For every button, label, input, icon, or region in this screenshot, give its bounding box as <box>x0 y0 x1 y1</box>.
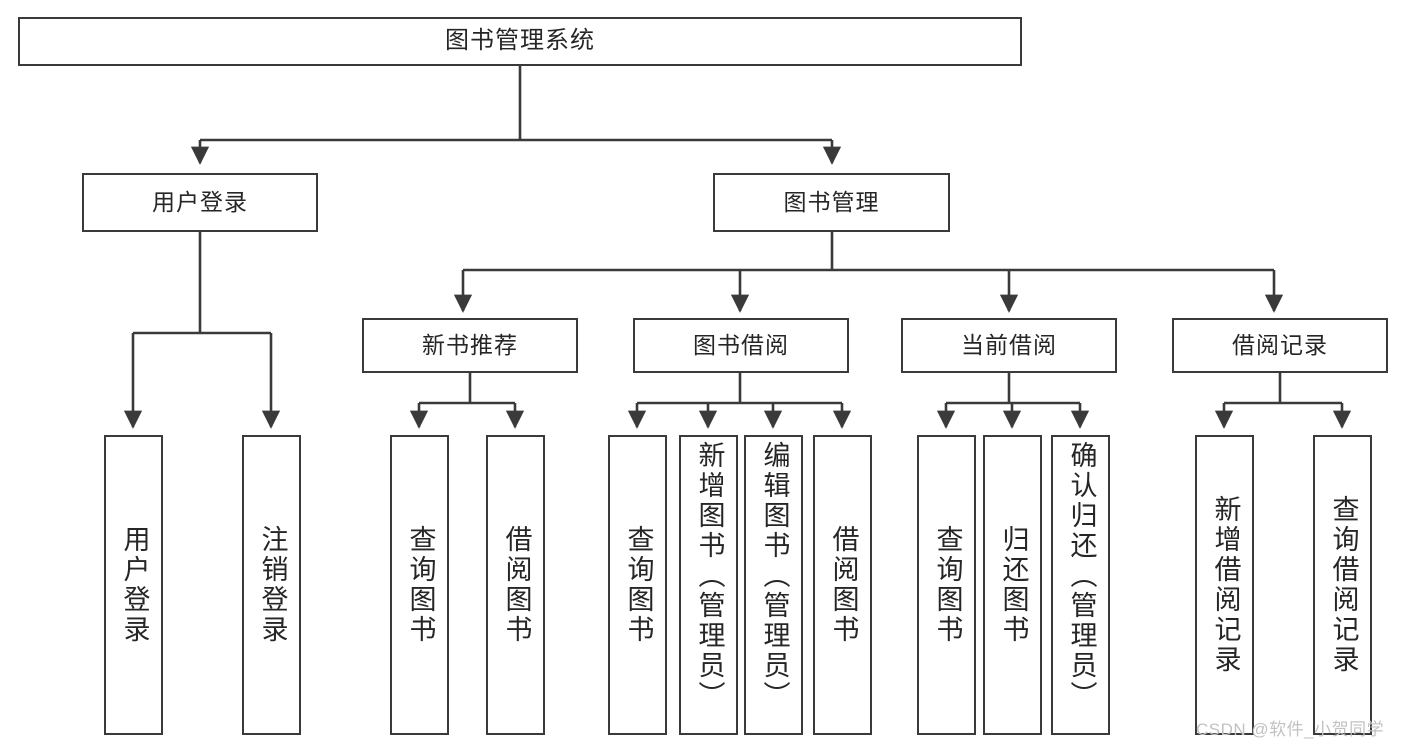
node-label: 查询借阅记录 <box>1328 495 1359 675</box>
leaf-confirm-return-admin[interactable]: 确认归还（管理员） <box>1051 435 1110 735</box>
node-label: 图书管理 <box>783 188 880 215</box>
node-label: 新增图书（管理员） <box>694 441 725 711</box>
leaf-query-book-recommend[interactable]: 查询图书 <box>390 435 449 735</box>
leaf-borrow-book-borrow[interactable]: 借阅图书 <box>813 435 872 735</box>
node-label: 注销登录 <box>257 525 288 645</box>
node-label: 借阅图书 <box>828 525 859 645</box>
node-label: 查询图书 <box>623 525 654 645</box>
node-new-book-recommend[interactable]: 新书推荐 <box>362 318 578 373</box>
node-label: 新书推荐 <box>422 331 518 358</box>
node-label: 查询图书 <box>932 525 963 645</box>
node-label: 图书借阅 <box>693 331 789 358</box>
node-borrow-record[interactable]: 借阅记录 <box>1172 318 1388 373</box>
node-label: 图书管理系统 <box>445 27 595 55</box>
node-label: 用户登录 <box>119 525 150 645</box>
leaf-query-book-borrow[interactable]: 查询图书 <box>608 435 667 735</box>
node-label: 借阅图书 <box>501 525 532 645</box>
leaf-return-book[interactable]: 归还图书 <box>983 435 1042 735</box>
leaf-user-login[interactable]: 用户登录 <box>104 435 163 735</box>
node-label: 编辑图书（管理员） <box>759 441 790 711</box>
leaf-add-book-admin[interactable]: 新增图书（管理员） <box>679 435 738 735</box>
node-label: 归还图书 <box>998 525 1029 645</box>
csdn-watermark: CSDN @软件_小贺同学 <box>1196 720 1385 739</box>
leaf-query-book-current[interactable]: 查询图书 <box>917 435 976 735</box>
node-label: 确认归还（管理员） <box>1066 441 1097 711</box>
leaf-query-borrow-record[interactable]: 查询借阅记录 <box>1313 435 1372 735</box>
node-book-management[interactable]: 图书管理 <box>713 173 950 232</box>
leaf-borrow-book-recommend[interactable]: 借阅图书 <box>486 435 545 735</box>
node-label: 新增借阅记录 <box>1210 495 1241 675</box>
node-book-borrow[interactable]: 图书借阅 <box>633 318 849 373</box>
node-label: 查询图书 <box>405 525 436 645</box>
node-root-system[interactable]: 图书管理系统 <box>18 17 1022 66</box>
node-label: 用户登录 <box>152 188 248 215</box>
leaf-edit-book-admin[interactable]: 编辑图书（管理员） <box>744 435 803 735</box>
node-current-borrow[interactable]: 当前借阅 <box>901 318 1117 373</box>
node-label: 借阅记录 <box>1232 331 1328 358</box>
node-label: 当前借阅 <box>961 331 1057 358</box>
leaf-logout-login[interactable]: 注销登录 <box>242 435 301 735</box>
leaf-add-borrow-record[interactable]: 新增借阅记录 <box>1195 435 1254 735</box>
node-user-login[interactable]: 用户登录 <box>82 173 318 232</box>
